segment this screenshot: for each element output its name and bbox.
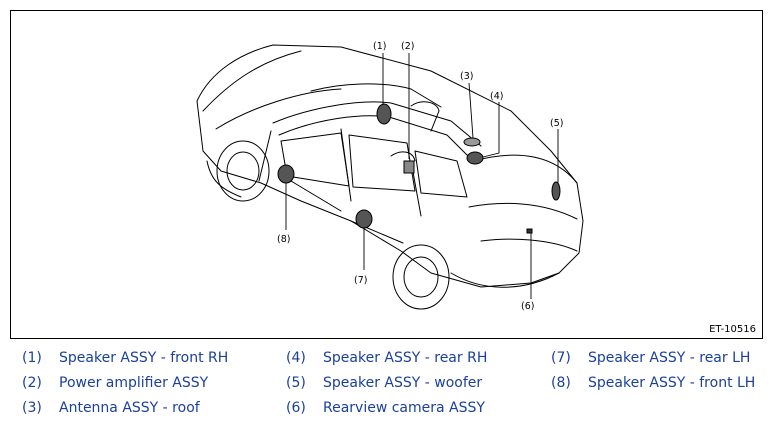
callout-4: (4) [490, 91, 503, 102]
callout-7: (7) [354, 275, 367, 286]
power-amplifier [403, 160, 415, 174]
legend-label: Speaker ASSY - rear RH [323, 350, 488, 366]
vehicle-body-outline [196, 44, 584, 288]
legend-number: (6) [286, 400, 306, 416]
roof-antenna [463, 137, 481, 147]
speaker-front-rh [376, 103, 392, 125]
speaker-front-lh [277, 164, 295, 184]
vehicle-illustration: (1) (2) (3) (4) (5) (6) (7) (8) [196, 41, 584, 312]
speaker-rear-lh [355, 209, 373, 229]
legend-label: Speaker ASSY - front LH [588, 375, 756, 391]
rearview-camera [526, 228, 533, 234]
front-wheel [216, 140, 270, 202]
legend-label: Speaker ASSY - woofer [323, 375, 483, 391]
legend-number: (2) [22, 375, 42, 391]
rear-wheel [392, 244, 450, 310]
legend-label: Speaker ASSY - rear LH [588, 350, 751, 366]
legend-number: (1) [22, 350, 42, 366]
legend-number: (8) [551, 375, 571, 391]
legend: (1) Speaker ASSY - front RH (2) Power am… [0, 343, 772, 423]
legend-label: Antenna ASSY - roof [59, 400, 200, 416]
figure-id: ET-10516 [709, 324, 756, 335]
callout-5: (5) [550, 118, 563, 129]
callout-2: (2) [401, 41, 414, 52]
legend-label: Rearview camera ASSY [323, 400, 485, 416]
callout-3: (3) [460, 71, 473, 82]
callout-1: (1) [373, 41, 386, 52]
legend-number: (7) [551, 350, 571, 366]
speaker-woofer [551, 181, 561, 201]
legend-label: Power amplifier ASSY [59, 375, 209, 391]
legend-number: (3) [22, 400, 42, 416]
component-location-figure: (1) (2) (3) (4) (5) (6) (7) (8) ET-10516 [10, 10, 763, 339]
legend-label: Speaker ASSY - front RH [59, 350, 229, 366]
speaker-rear-rh [466, 151, 484, 165]
legend-number: (5) [286, 375, 306, 391]
callout-8: (8) [277, 234, 290, 245]
legend-number: (4) [286, 350, 306, 366]
callout-leaders [285, 53, 559, 299]
callout-6: (6) [521, 301, 534, 312]
